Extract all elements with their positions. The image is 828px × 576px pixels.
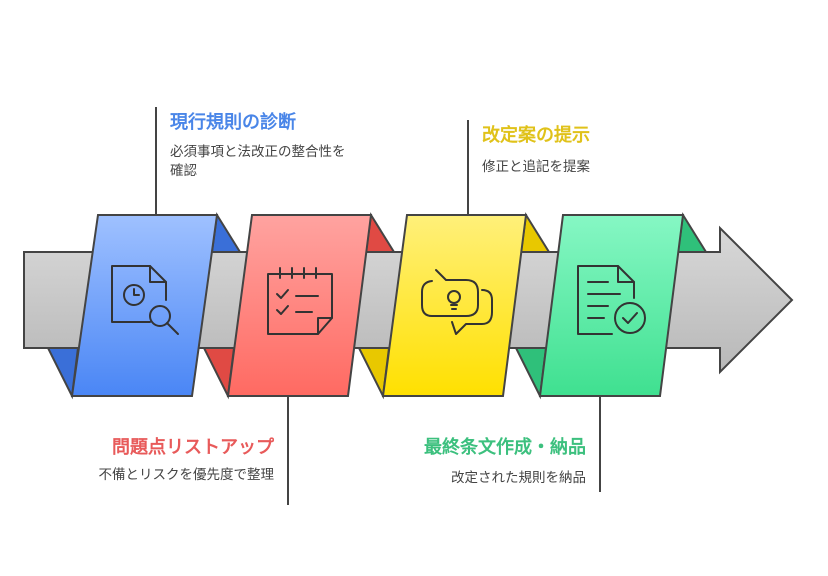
- step-1-title: 現行規則の診断: [170, 112, 296, 133]
- red-panel: [226, 214, 373, 397]
- document-check-icon: [577, 265, 646, 335]
- chat-lightbulb-icon: [421, 269, 493, 335]
- step-3-title: 改定案の提示: [482, 125, 590, 146]
- green-panel: [538, 214, 685, 397]
- blue-panel: [70, 214, 219, 397]
- step-4-title: 最終条文作成・納品: [424, 437, 586, 458]
- document-clock-search-icon: [111, 265, 179, 335]
- step-2-title: 問題点リストアップ: [112, 437, 274, 458]
- checklist-icon: [267, 267, 333, 335]
- step-3-desc: 修正と追記を提案: [482, 159, 590, 175]
- step-2-desc: 不備とリスクを優先度で整理: [98, 467, 275, 483]
- step-1-desc: 必須事項と法改正の整合性を確認: [170, 144, 346, 179]
- step-4-desc: 改定された規則を納品: [451, 470, 586, 486]
